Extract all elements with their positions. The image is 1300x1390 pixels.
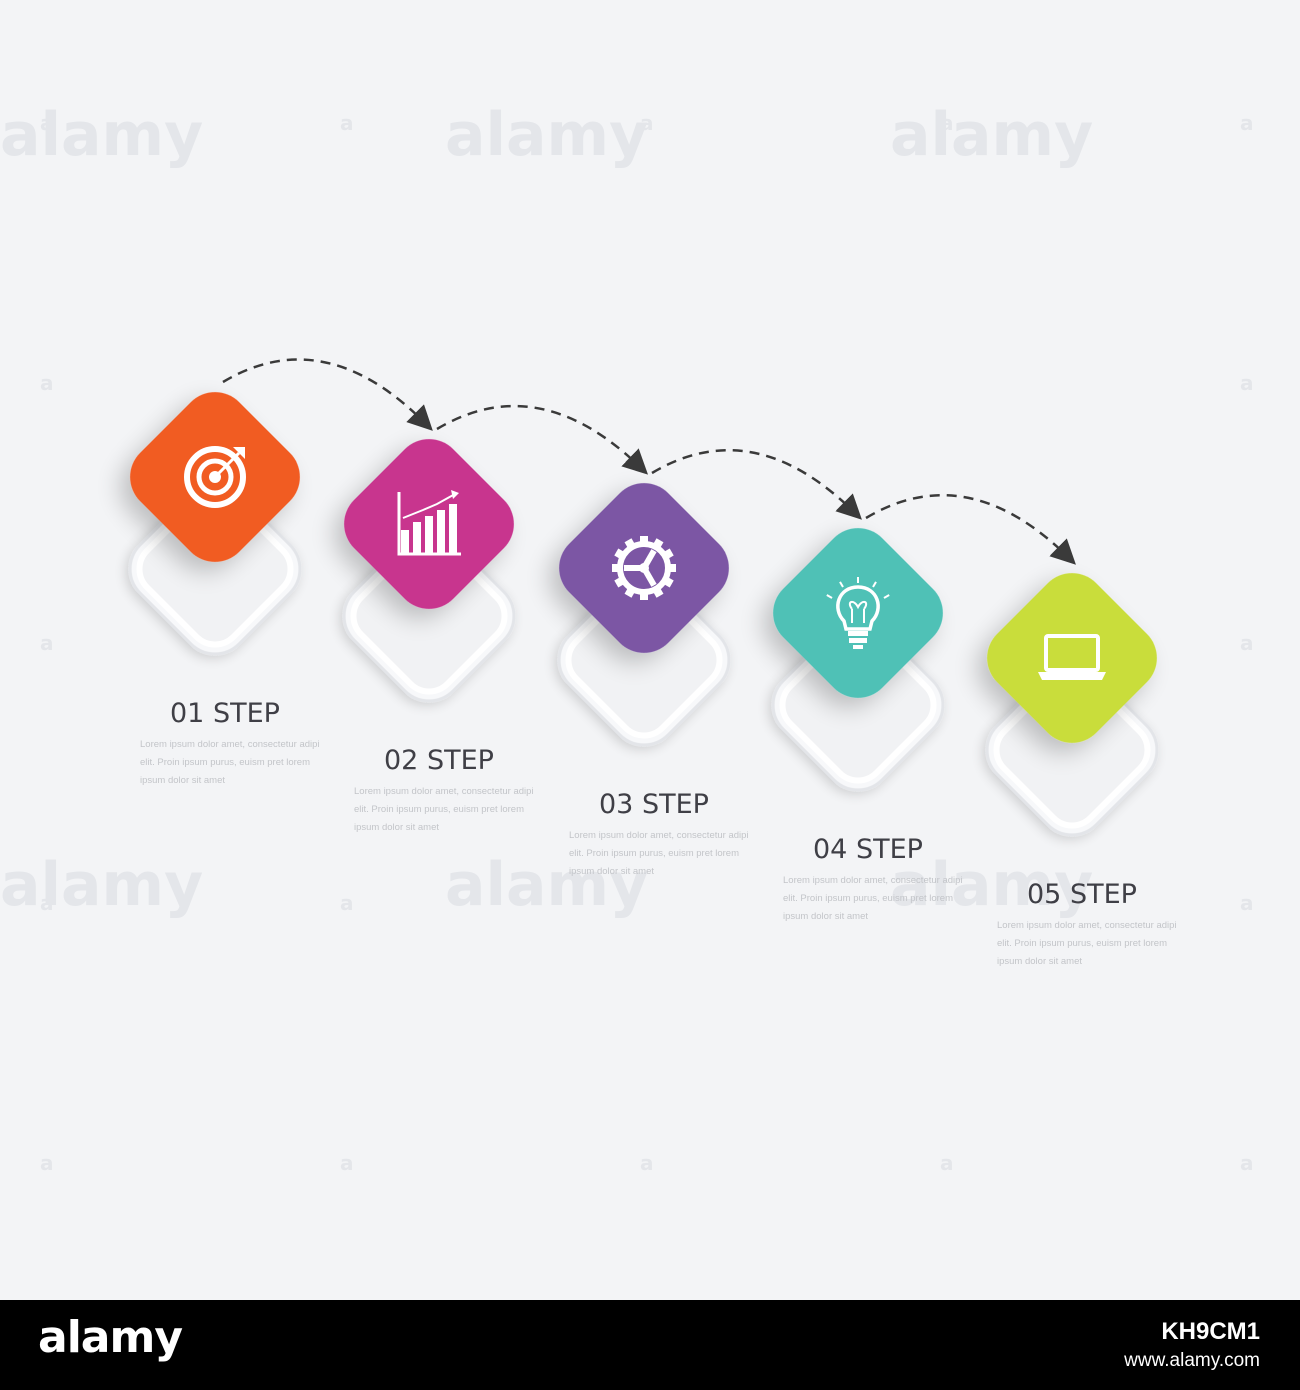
- target-icon: [184, 446, 246, 508]
- step-1: [128, 392, 302, 656]
- connector-arrow: [222, 358, 433, 431]
- step-label: 05 STEP: [1027, 879, 1137, 910]
- step-4: [759, 514, 957, 792]
- step-description-line: ipsum dolor sit amet: [140, 775, 225, 786]
- watermark-text: alamy: [890, 850, 1093, 920]
- step-description-line: Lorem ipsum dolor amet, consectetur adip…: [783, 875, 963, 886]
- gear-icon: [612, 536, 676, 600]
- watermark-mark: a: [940, 1151, 954, 1175]
- step-labels: 01 STEP Lorem ipsum dolor amet, consectet…: [140, 698, 1177, 967]
- step-label: 02 STEP: [384, 745, 494, 776]
- connector-arrow: [651, 448, 862, 520]
- steps-group: [128, 392, 1171, 837]
- step-label: 03 STEP: [599, 789, 709, 820]
- lightbulb-icon: [826, 577, 890, 649]
- bar-chart-icon: [397, 490, 461, 556]
- image-id: KH9CM1: [1161, 1318, 1260, 1345]
- step-label: 04 STEP: [813, 834, 923, 865]
- watermark-mark: a: [1240, 371, 1254, 395]
- step-description-line: Lorem ipsum dolor amet, consectetur adip…: [997, 920, 1177, 931]
- watermark-mark: a: [640, 111, 654, 135]
- step-description-line: ipsum dolor sit amet: [569, 866, 654, 877]
- watermark-text: alamy: [0, 850, 203, 920]
- footer-info: KH9CM1 www.alamy.com: [1124, 1318, 1260, 1372]
- step-2: [342, 439, 516, 703]
- footer-brand-logo: alamy: [38, 1312, 183, 1363]
- step-description-line: elit. Proin ipsum purus, euism pret lore…: [354, 804, 524, 815]
- step-description-line: elit. Proin ipsum purus, euism pret lore…: [140, 757, 310, 768]
- step-5: [973, 559, 1171, 837]
- watermark-text: alamy: [0, 100, 203, 170]
- watermark-text: alamy: [445, 850, 648, 920]
- watermark-mark: a: [340, 111, 354, 135]
- step-description-line: Lorem ipsum dolor amet, consectetur adip…: [354, 786, 534, 797]
- watermark-text: alamy: [445, 100, 648, 170]
- step-description-line: ipsum dolor sit amet: [354, 822, 439, 833]
- watermark-mark: a: [1240, 1151, 1254, 1175]
- step-description-line: elit. Proin ipsum purus, euism pret lore…: [997, 938, 1167, 949]
- connector-arrows: [222, 358, 1076, 565]
- watermark-mark: a: [40, 891, 54, 915]
- footer-url[interactable]: www.alamy.com: [1124, 1350, 1260, 1371]
- watermark-mark: a: [640, 1151, 654, 1175]
- step-label: 01 STEP: [170, 698, 280, 729]
- step-description-line: elit. Proin ipsum purus, euism pret lore…: [569, 848, 739, 859]
- watermark-mark: a: [1240, 891, 1254, 915]
- step-tile[interactable]: [973, 559, 1171, 757]
- watermark-mark: a: [40, 631, 54, 655]
- connector-arrow: [436, 404, 649, 475]
- step-description-line: Lorem ipsum dolor amet, consectetur adip…: [569, 830, 749, 841]
- laptop-icon: [1038, 634, 1106, 680]
- step-description-line: Lorem ipsum dolor amet, consectetur adip…: [140, 739, 320, 750]
- step-description-line: ipsum dolor sit amet: [997, 956, 1082, 967]
- watermark-text: alamy: [890, 100, 1093, 170]
- watermark-mark: a: [40, 371, 54, 395]
- watermark-mark: a: [40, 111, 54, 135]
- watermark-mark: a: [340, 1151, 354, 1175]
- watermark-mark: a: [1240, 111, 1254, 135]
- footer-bar: alamy KH9CM1 www.alamy.com: [0, 1300, 1300, 1390]
- watermark-mark: a: [340, 891, 354, 915]
- step-3: [557, 483, 731, 747]
- watermark-mark: a: [940, 111, 954, 135]
- step-description-line: ipsum dolor sit amet: [783, 911, 868, 922]
- watermark-mark: a: [1240, 631, 1254, 655]
- step-description-line: elit. Proin ipsum purus, euism pret lore…: [783, 893, 953, 904]
- watermark-mark: a: [40, 1151, 54, 1175]
- connector-arrow: [865, 493, 1076, 565]
- step-tile[interactable]: [759, 514, 957, 712]
